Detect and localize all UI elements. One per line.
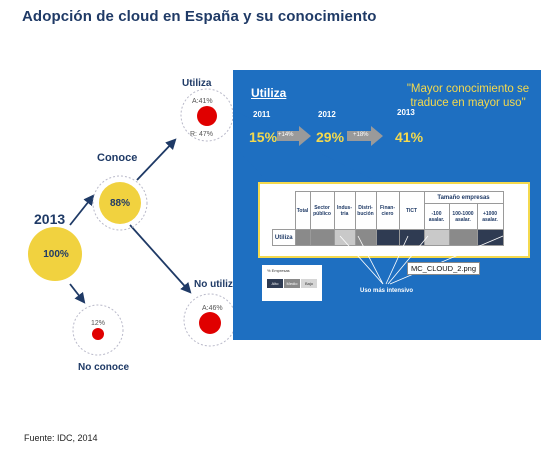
utiliza-a-value: A:41% xyxy=(192,98,213,105)
col-tict: TICT xyxy=(398,191,425,230)
cell-size-large xyxy=(476,229,504,246)
growth-arrow-2 xyxy=(347,126,383,146)
utiliza-r-value: R: 47% xyxy=(190,131,213,138)
utiliza-dot xyxy=(197,106,217,126)
noconoce-dot xyxy=(92,328,104,340)
arrow-conoce-utiliza xyxy=(136,138,177,181)
legend-bajo: Bajo xyxy=(301,279,317,288)
root-circle xyxy=(28,227,82,281)
noconoce-ring xyxy=(72,304,124,356)
conoce-label: Conoce xyxy=(97,152,138,164)
utiliza-label: Utiliza xyxy=(182,78,212,89)
intensity-legend: % Empresas Alto Medio Bajo xyxy=(262,265,322,301)
segment-table: Total Sector público Indus-tria Distri-b… xyxy=(272,191,504,246)
col-tamano: Tamaño empresas xyxy=(423,191,504,204)
conoce-ring xyxy=(92,175,148,231)
col-size-small: -100 asalar. xyxy=(423,203,450,230)
cell-size-small xyxy=(423,229,450,246)
year-2013: 2013 xyxy=(397,108,415,117)
source-note: Fuente: IDC, 2014 xyxy=(24,433,98,443)
year-label: 2013 xyxy=(34,211,66,227)
growth-2: +18% xyxy=(353,132,369,138)
arrow-root-noconoce xyxy=(69,283,86,304)
noconoce-value: 12% xyxy=(91,320,106,327)
pct-2011: 15% xyxy=(249,129,278,145)
image-filename-tag: MC_CLOUD_2.png xyxy=(407,262,481,275)
segment-table-box: Total Sector público Indus-tria Distri-b… xyxy=(258,182,530,258)
legend-alto: Alto xyxy=(267,279,283,288)
year-2011: 2011 xyxy=(253,110,271,119)
panel-heading: Utiliza xyxy=(251,86,287,100)
col-distribucion: Distri-bución xyxy=(354,191,377,230)
uso-intensivo-label: Uso más intensivo xyxy=(360,288,414,294)
noutiliza-label: No utiliza xyxy=(194,279,239,290)
legend-medio: Medio xyxy=(284,279,300,288)
col-sector-publico: Sector público xyxy=(309,191,335,230)
arrow-conoce-noutiliza xyxy=(129,224,192,294)
col-total: Total xyxy=(294,191,311,230)
page-title: Adopción de cloud en España y su conocim… xyxy=(22,8,377,25)
noutiliza-dot xyxy=(199,312,221,334)
conoce-circle xyxy=(99,182,141,224)
legend-title: % Empresas xyxy=(267,268,290,273)
noutiliza-a-value: A:46% xyxy=(202,305,223,312)
col-industria: Indus-tria xyxy=(333,191,356,230)
year-2012: 2012 xyxy=(318,110,336,119)
col-financiero: Finan-ciero xyxy=(375,191,400,230)
noconoce-label: No conoce xyxy=(78,362,130,373)
growth-1: +14% xyxy=(278,132,294,138)
panel-quote: "Mayor conocimiento se traduce en mayor … xyxy=(406,83,530,109)
cell-total xyxy=(294,229,311,246)
conoce-value: 88% xyxy=(109,198,130,209)
pct-2013: 41% xyxy=(395,129,424,145)
panel-pointer xyxy=(233,110,378,182)
col-size-large: +1000 asalar. xyxy=(476,203,504,230)
root-value: 100% xyxy=(43,249,69,260)
pct-2012: 29% xyxy=(316,129,345,145)
growth-arrow-1 xyxy=(277,126,311,146)
col-size-medium: 100-1000 asalar. xyxy=(448,203,478,230)
uso-pointer-lines xyxy=(339,235,504,285)
arrow-root-conoce xyxy=(69,194,95,226)
